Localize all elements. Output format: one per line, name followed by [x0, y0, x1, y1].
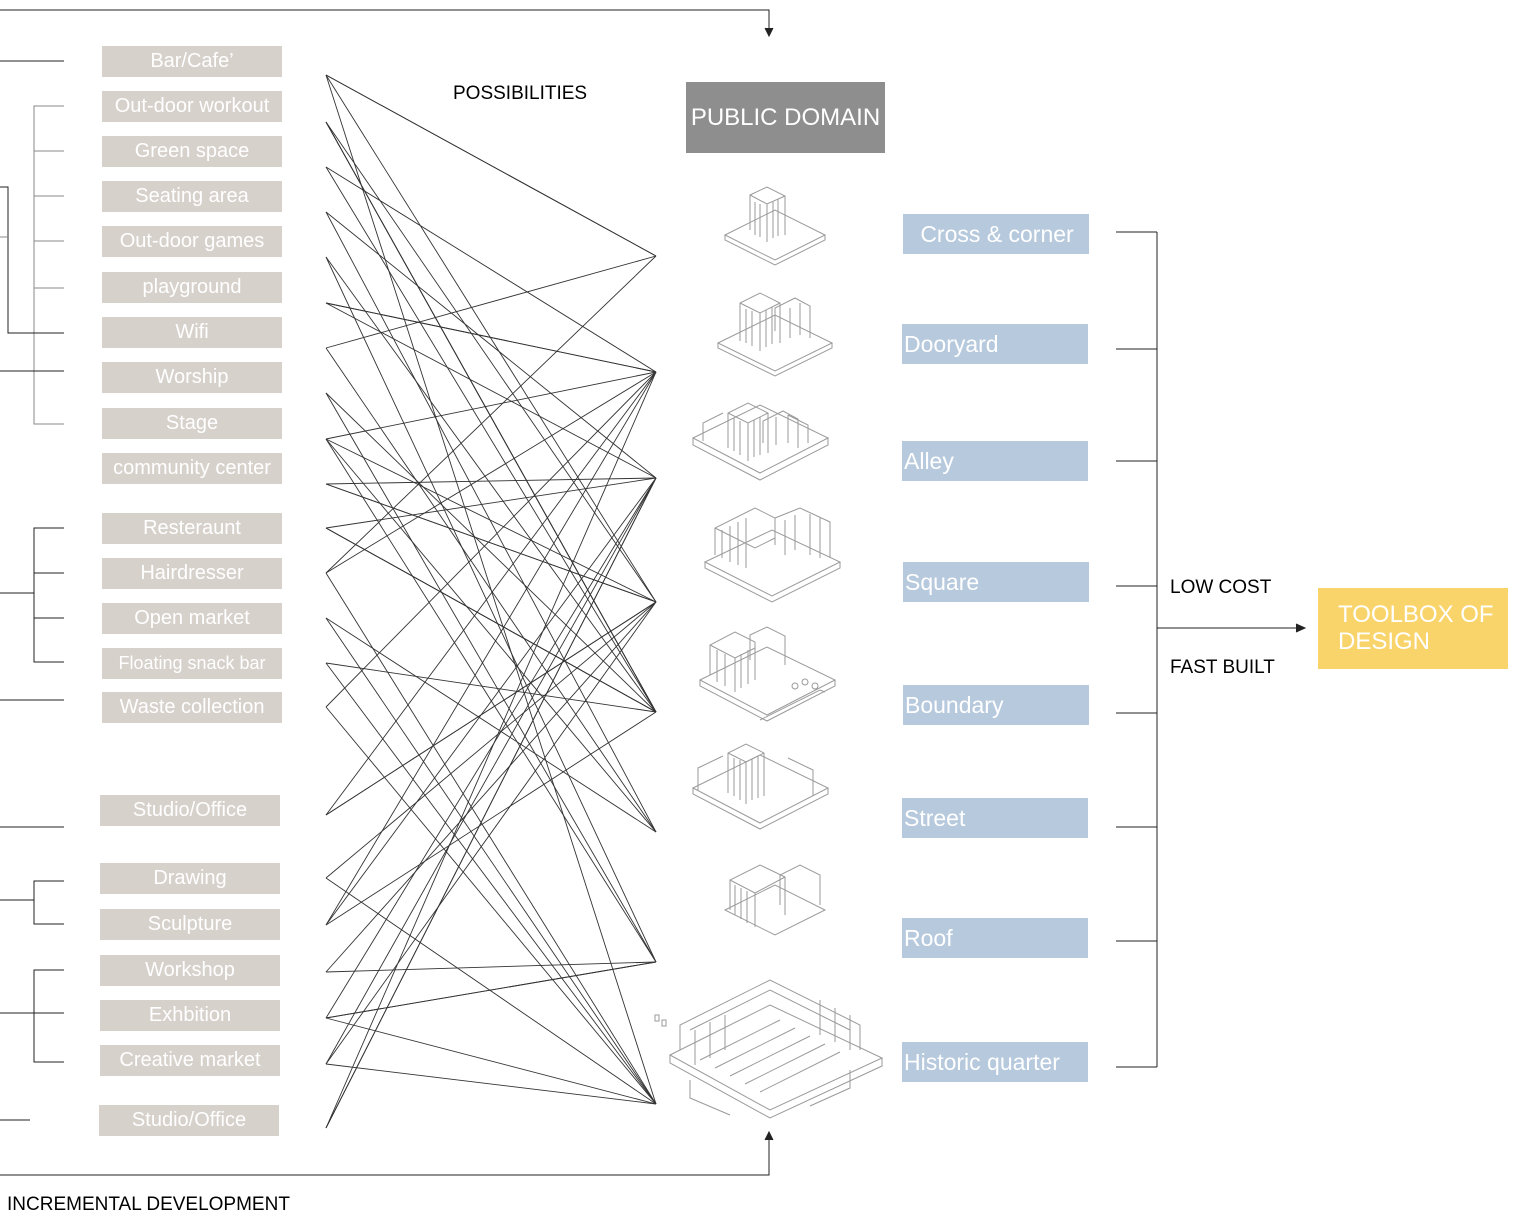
- fast-built-label: FAST BUILT: [1170, 657, 1275, 678]
- possibility-link: [325, 617, 657, 833]
- activity-open-market: Open market: [102, 603, 282, 634]
- possibility-link: [325, 572, 657, 1105]
- possibility-link: [325, 211, 657, 479]
- possibility-links: [325, 74, 657, 1129]
- possibility-link: [325, 617, 657, 1105]
- activity-workshop: Workshop: [100, 955, 280, 986]
- possibility-link: [325, 371, 657, 440]
- activity-studio-office: Studio/Office: [100, 795, 280, 826]
- activity-drawing: Drawing: [100, 863, 280, 894]
- possibility-link: [325, 527, 657, 713]
- activity-stage: Stage: [102, 408, 282, 439]
- possibility-link: [325, 121, 657, 713]
- possibility-link: [325, 211, 657, 833]
- possibility-link: [325, 392, 657, 963]
- building-block-isometric-icon: [691, 743, 830, 830]
- right-bracket: [1116, 231, 1307, 1068]
- activity-restaurant: Resteraunt: [102, 513, 282, 544]
- space-roof: Roof: [902, 918, 1088, 958]
- possibility-link: [325, 371, 657, 574]
- possibility-link: [325, 662, 657, 713]
- building-block-isometric-icon: [654, 979, 884, 1119]
- building-block-isometric-icon: [698, 626, 837, 722]
- possibility-link: [325, 483, 657, 603]
- possibility-link: [325, 392, 657, 713]
- activity-waste-collection: Waste collection: [102, 692, 282, 723]
- activity-outdoor-games: Out-door games: [102, 226, 282, 257]
- possibility-link: [325, 877, 657, 1105]
- space-boundary: Boundary: [903, 685, 1089, 725]
- possibility-link: [325, 302, 657, 479]
- possibility-link: [325, 961, 657, 1019]
- possibility-link: [325, 477, 657, 1065]
- possibility-link: [325, 438, 657, 833]
- activity-outdoor-workout: Out-door workout: [102, 91, 282, 122]
- possibility-link: [325, 477, 657, 1019]
- possibility-link: [325, 371, 657, 1129]
- possibility-link: [325, 371, 657, 816]
- building-block-isometric-icon: [716, 292, 834, 377]
- possibility-link: [325, 1017, 657, 1105]
- possibility-link: [325, 477, 657, 1129]
- possibility-link: [325, 256, 657, 963]
- possibility-link: [325, 74, 657, 603]
- building-block-isometric-icon: [723, 864, 827, 936]
- left-brackets: [0, 60, 64, 1121]
- possibility-link: [325, 601, 657, 816]
- possibility-link: [325, 961, 657, 973]
- space-cross-corner: Cross & corner: [903, 214, 1089, 254]
- activity-sculpture: Sculpture: [100, 909, 280, 940]
- activity-worship: Worship: [102, 362, 282, 393]
- toolbox-of-design-box: TOOLBOX OF DESIGN: [1318, 588, 1508, 669]
- activity-playground: playground: [102, 272, 282, 303]
- possibility-link: [325, 1063, 657, 1105]
- building-block-isometric-icon: [723, 186, 827, 266]
- space-dooryard: Dooryard: [902, 324, 1088, 364]
- space-square: Square: [903, 562, 1089, 602]
- public-domain-box: PUBLIC DOMAIN: [686, 82, 885, 153]
- possibilities-label: POSSIBILITIES: [453, 83, 588, 104]
- activity-hairdresser: Hairdresser: [102, 558, 282, 589]
- possibility-link: [325, 477, 657, 926]
- building-block-isometric-icon: [703, 507, 842, 603]
- possibility-link: [325, 711, 657, 926]
- possibility-link: [325, 166, 657, 713]
- possibility-link: [325, 601, 657, 973]
- possibility-link: [325, 74, 657, 257]
- possibility-link: [325, 371, 657, 926]
- activity-exhibition: Exhbition: [100, 1000, 280, 1031]
- activity-bar-cafe: Bar/Cafe’: [102, 46, 282, 77]
- top-arrow: [0, 9, 774, 38]
- bottom-arrow: [0, 1130, 774, 1176]
- possibility-link: [325, 302, 657, 373]
- activity-floating-snack-bar: Floating snack bar: [102, 648, 282, 679]
- possibility-link: [325, 706, 657, 1105]
- possibility-link: [325, 166, 657, 373]
- possibility-link: [325, 438, 657, 963]
- possibility-link: [325, 255, 657, 574]
- possibility-link: [325, 662, 657, 1105]
- possibility-link: [325, 121, 657, 603]
- activity-seating-area: Seating area: [102, 181, 282, 212]
- possibility-link: [325, 371, 657, 708]
- possibility-link: [325, 477, 657, 485]
- activity-green-space: Green space: [102, 136, 282, 167]
- possibility-link: [325, 601, 657, 879]
- space-alley: Alley: [902, 441, 1088, 481]
- space-street: Street: [902, 798, 1088, 838]
- activity-community-center: community center: [102, 453, 282, 484]
- incremental-development-label: INCREMENTAL DEVELOPMENT: [7, 1194, 290, 1215]
- building-block-isometric-icon: [691, 402, 830, 481]
- possibility-link: [325, 347, 657, 833]
- possibility-link: [325, 255, 657, 349]
- activity-creative-market: Creative market: [100, 1045, 280, 1076]
- possibility-link: [325, 601, 657, 1065]
- activity-studio-office-2: Studio/Office: [99, 1105, 279, 1136]
- low-cost-label: LOW COST: [1170, 577, 1272, 598]
- space-historic-quarter: Historic quarter: [902, 1042, 1088, 1082]
- activity-wifi: Wifi: [102, 317, 282, 348]
